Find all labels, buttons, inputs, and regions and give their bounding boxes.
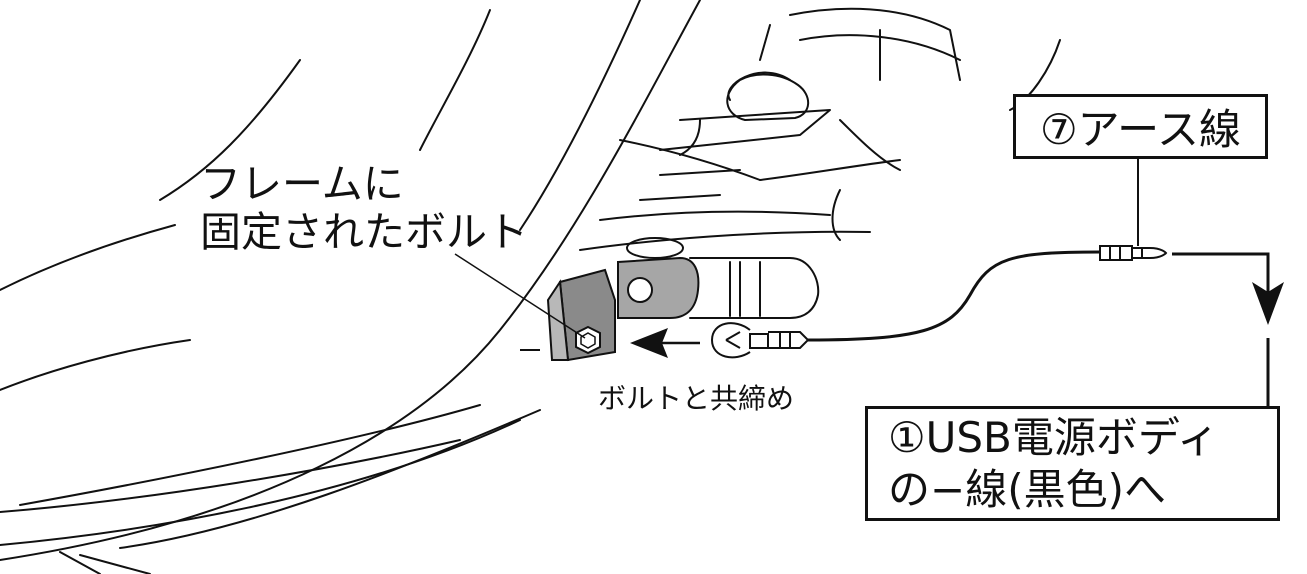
engine-part [831, 189, 841, 241]
fender-inner-line [519, 0, 641, 231]
earth-wire-box: ⑦アース線 [1013, 94, 1268, 159]
body-line [0, 439, 461, 513]
engine-part [839, 119, 901, 171]
frame-bolt-label: フレームに 固定されたボルト [200, 160, 528, 256]
hose [689, 257, 820, 319]
body-line [59, 551, 101, 574]
earth-wire-label: ⑦アース線 [1039, 105, 1242, 154]
bolt-icon [575, 325, 601, 355]
body-line [419, 9, 491, 151]
engine-part [727, 71, 791, 101]
frame-bolt-label-line1: フレームに [200, 160, 404, 208]
arrow-left-icon [630, 328, 700, 358]
body-line [0, 224, 176, 291]
engine-part [659, 109, 831, 151]
arrow-down-icon [1252, 282, 1284, 325]
frame-bolt-label-line2: 固定されたボルト [200, 208, 528, 256]
hose-clamp [626, 237, 684, 259]
lug-hole [627, 277, 653, 303]
usb-body-label-line1: ①USB電源ボディ [888, 412, 1219, 462]
body-line [0, 339, 191, 391]
frame-lug [617, 256, 700, 319]
engine-part [726, 73, 810, 121]
engine-part [599, 210, 831, 221]
usb-body-box: ①USB電源ボディ の−線(黒色)へ [865, 406, 1280, 521]
engine-part [679, 119, 701, 156]
engine-part [579, 230, 871, 251]
engine-part [619, 139, 761, 181]
body-line [0, 419, 521, 546]
body-line [159, 59, 301, 201]
routing-line [1172, 252, 1270, 300]
engine-part [659, 169, 741, 176]
engine-part [639, 194, 721, 201]
cofasten-label: ボルトと共締め [598, 382, 795, 415]
leader-line [454, 253, 586, 339]
ring-terminal-icon [710, 322, 810, 359]
engine-part [759, 24, 771, 61]
engine-part [789, 7, 961, 81]
body-line [19, 404, 481, 506]
engine-part [759, 159, 901, 181]
earth-wire [807, 250, 1101, 342]
body-line [119, 409, 541, 549]
fender-outline [0, 0, 701, 561]
body-line [79, 554, 151, 574]
bullet-connector-icon [1099, 245, 1168, 261]
usb-body-label-line2: の−線(黒色)へ [888, 464, 1166, 514]
